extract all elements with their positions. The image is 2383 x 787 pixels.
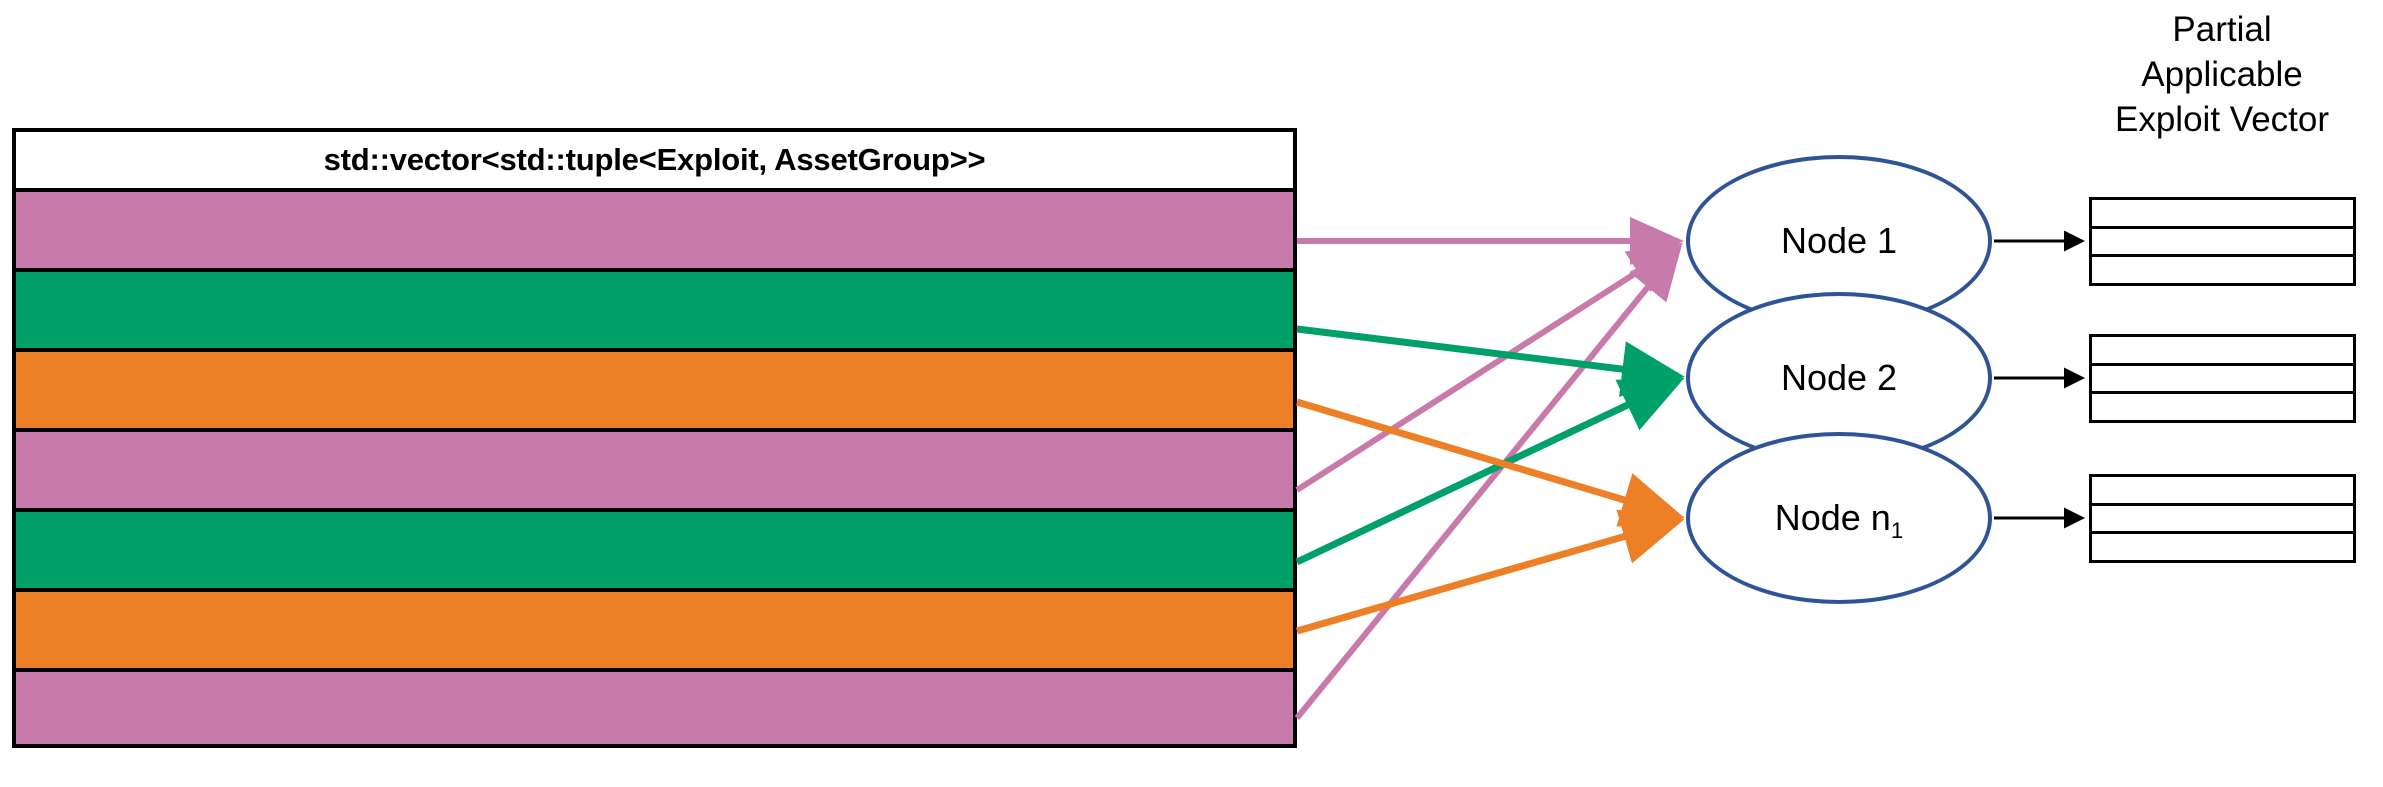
partial-vector-cell [2092, 257, 2353, 283]
edge-row3-to-noden1 [1295, 398, 1685, 527]
partial-vector-cell [2092, 477, 2353, 506]
table-row [16, 432, 1293, 512]
edge-row5-to-node2 [1295, 377, 1685, 566]
edge-row4-to-node1 [1295, 242, 1684, 493]
partial-vector-cell [2092, 229, 2353, 258]
node-label-subscript: 1 [1890, 517, 1904, 543]
partial-vector-cell [2092, 200, 2353, 229]
edge-row6-to-noden1 [1296, 509, 1685, 635]
title-line-3: Exploit Vector [2115, 99, 2329, 139]
partial-vector-cell [2092, 337, 2353, 366]
node-label: Node 2 [1780, 357, 1898, 398]
node-label: Node n1 [1774, 497, 1904, 543]
node-ellipse-n1[interactable]: Node n1 [1686, 432, 1992, 604]
vector-table-header: std::vector<std::tuple<Exploit, AssetGro… [16, 132, 1293, 192]
table-row [16, 272, 1293, 352]
partial-vector-box-2 [2089, 334, 2356, 423]
table-row [16, 672, 1293, 744]
partial-vector-box-3 [2089, 474, 2356, 563]
edge-row7-to-node1 [1294, 245, 1682, 720]
partial-vector-cell [2092, 394, 2353, 420]
title-line-1: Partial [2172, 10, 2272, 49]
title-line-2: Applicable [2141, 54, 2303, 94]
partial-vector-box-1 [2089, 197, 2356, 286]
table-row [16, 192, 1293, 272]
table-row [16, 352, 1293, 432]
node-label: Node 1 [1780, 220, 1898, 261]
partial-vector-cell [2092, 506, 2353, 535]
edge-row2-to-node2 [1296, 325, 1685, 397]
partial-applicable-exploit-vector-title: Partial Applicable Exploit Vector [2062, 8, 2382, 142]
table-row [16, 592, 1293, 672]
table-row [16, 512, 1293, 592]
partial-vector-cell [2092, 366, 2353, 395]
exploit-assetgroup-vector-table: std::vector<std::tuple<Exploit, AssetGro… [12, 128, 1297, 748]
partial-vector-cell [2092, 534, 2353, 560]
